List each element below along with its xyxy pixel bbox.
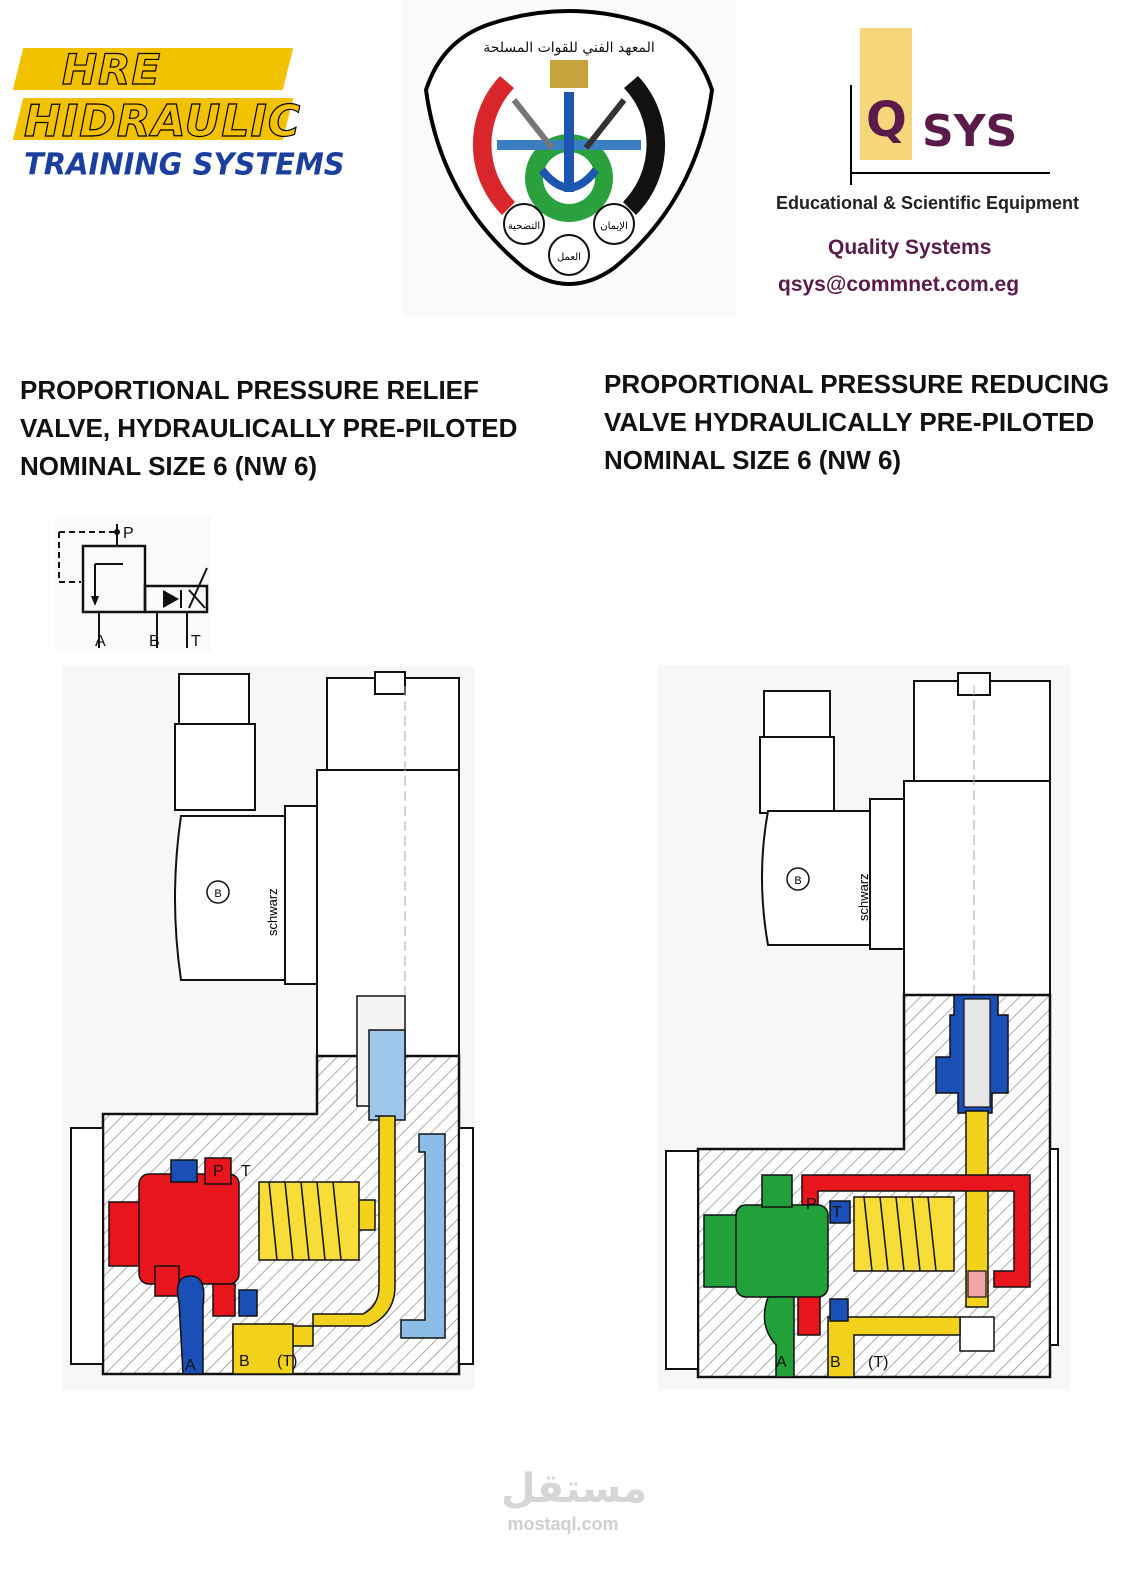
- relief-port-a: A: [185, 1357, 196, 1374]
- qsys-company-name: Quality Systems: [828, 236, 992, 259]
- symbol-port-t: T: [191, 633, 201, 650]
- qsys-logo-sys: SYS: [922, 106, 1018, 157]
- qsys-logo-block: [860, 28, 912, 160]
- relief-valve-section-diagram: B schwarz P T A B (T): [63, 666, 475, 1390]
- hre-logo-line2: HIDRAULIC: [23, 96, 302, 147]
- emblem-motto-1: التضحية: [508, 221, 540, 232]
- hre-logo-line3: TRAINING SYSTEMS: [24, 146, 345, 182]
- qsys-tagline: Educational & Scientific Equipment: [776, 193, 1080, 213]
- reducing-port-p: P: [806, 1196, 817, 1213]
- emblem-motto-3: العمل: [557, 252, 581, 263]
- title-right-line1: PROPORTIONAL PRESSURE REDUCING: [604, 369, 1110, 399]
- reducing-port-t: T: [832, 1204, 842, 1221]
- reducing-port-a: A: [776, 1354, 787, 1371]
- symbol-port-p: P: [123, 525, 134, 542]
- emblem-arabic-title: المعهد الفني للقوات المسلحة: [483, 40, 655, 56]
- emblem-motto-2: الإيمان: [600, 221, 627, 232]
- relief-port-p: P: [213, 1163, 224, 1180]
- reducing-port-t-bottom: (T): [868, 1354, 888, 1371]
- title-left-line1: PROPORTIONAL PRESSURE RELIEF: [20, 375, 479, 405]
- qsys-logo-hline: [850, 172, 1050, 174]
- reducing-solenoid-brand: schwarz: [856, 873, 871, 921]
- hydraulic-symbol: P A B T: [55, 516, 211, 652]
- title-right-line3: NOMINAL SIZE 6 (NW 6): [604, 445, 902, 475]
- qsys-logo-vline: [850, 85, 852, 185]
- institute-emblem: المعهد الفني للقوات المسلحة التضحية الإي…: [402, 0, 736, 318]
- watermark-arabic: مستقل: [500, 1466, 648, 1512]
- reducing-port-b: B: [830, 1354, 841, 1371]
- title-reducing-valve: PROPORTIONAL PRESSURE REDUCING VALVE HYD…: [604, 365, 1134, 479]
- relief-port-b: B: [239, 1353, 250, 1370]
- title-right-line2: VALVE HYDRAULICALLY PRE-PILOTED: [604, 407, 1095, 437]
- symbol-port-a: A: [95, 633, 106, 650]
- relief-solenoid-brand: schwarz: [265, 888, 280, 936]
- symbol-port-b: B: [149, 633, 160, 650]
- hre-logo-line1: HRE: [61, 45, 162, 94]
- watermark-latin: mostaql.com: [507, 1514, 619, 1534]
- title-left-line3: NOMINAL SIZE 6 (NW 6): [20, 451, 318, 481]
- qsys-email: qsys@commnet.com.eg: [778, 273, 1020, 296]
- relief-port-t-bottom: (T): [277, 1353, 297, 1370]
- title-relief-valve: PROPORTIONAL PRESSURE RELIEF VALVE, HYDR…: [20, 371, 580, 485]
- relief-port-t: T: [241, 1163, 251, 1180]
- qsys-logo-q: Q: [866, 92, 907, 148]
- relief-plug-mark: B: [214, 888, 221, 900]
- title-left-line2: VALVE, HYDRAULICALLY PRE-PILOTED: [20, 413, 518, 443]
- reducing-valve-section-diagram: B schwarz P T A B (T): [658, 665, 1070, 1389]
- reducing-plug-mark: B: [794, 875, 801, 887]
